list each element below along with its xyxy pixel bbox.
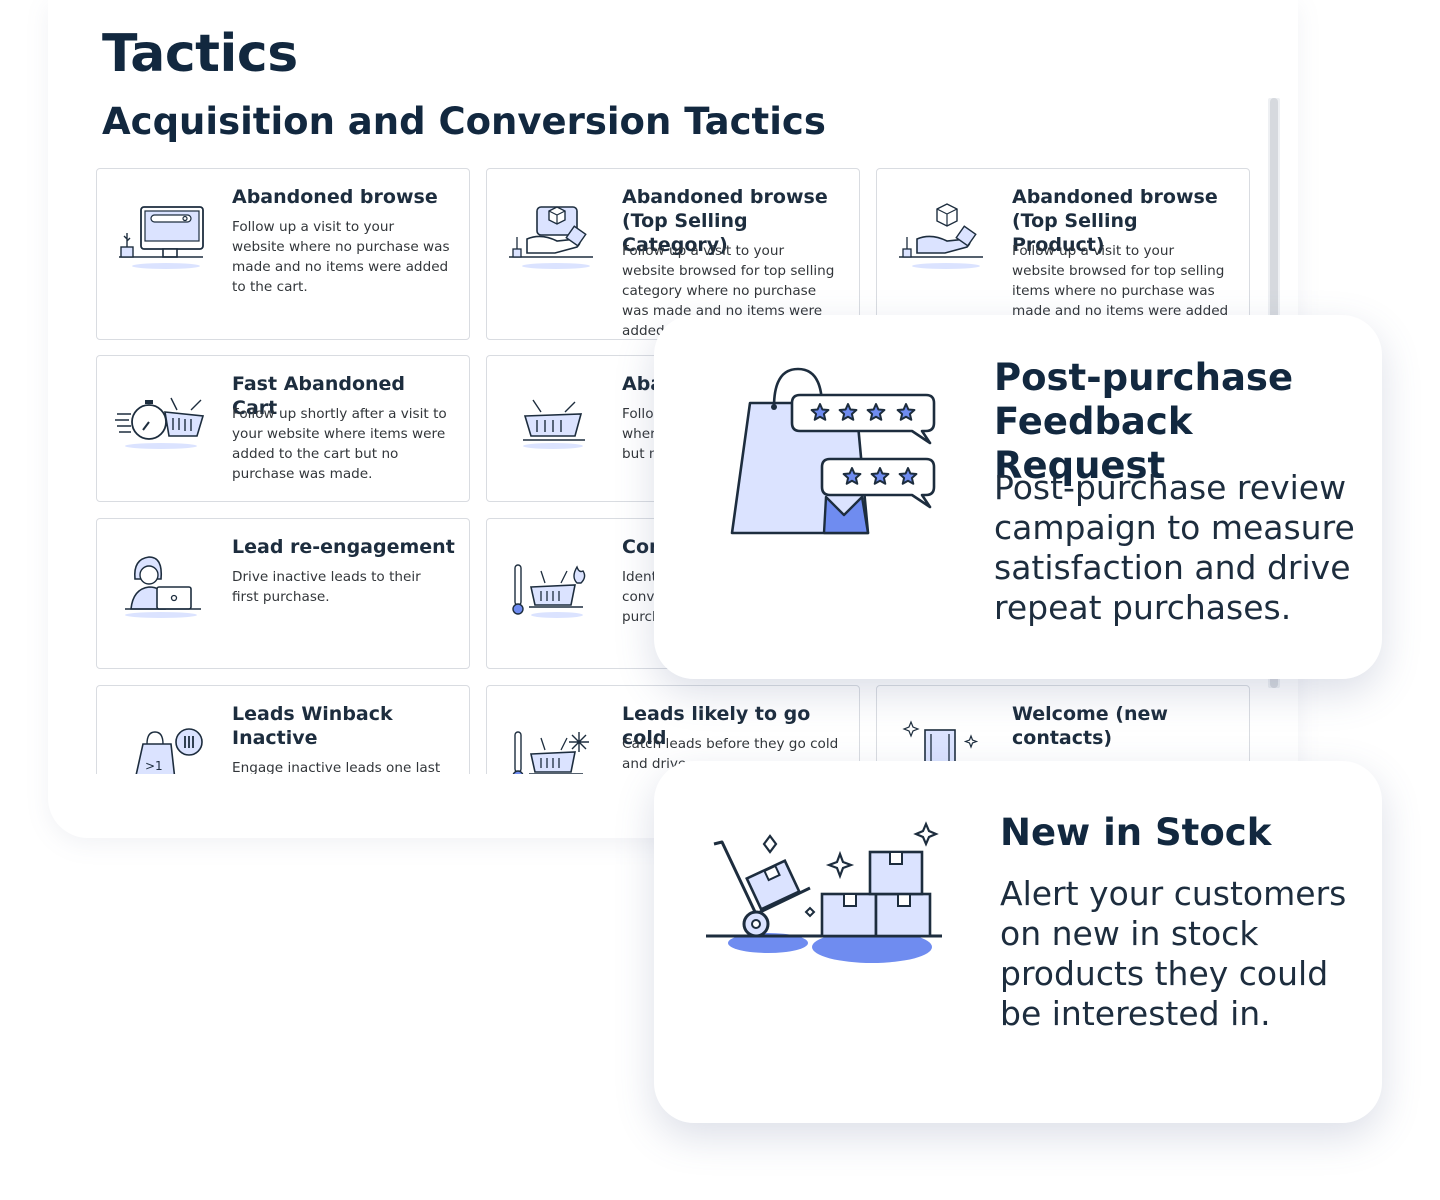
thermometer-fire-basket-icon xyxy=(512,564,586,618)
tactic-title: Leads Winback Inactive xyxy=(232,703,393,749)
person-laptop-icon xyxy=(125,556,201,618)
feature-card-post-purchase-feedback[interactable]: Post-purchase Feedback Request Post-purc… xyxy=(654,315,1382,679)
tactic-title: Fast Abandoned Cart xyxy=(232,373,406,419)
svg-text:>1: >1 xyxy=(145,759,163,773)
tactic-description: Drive inactive leads to their first purc… xyxy=(232,569,421,605)
feature-card-new-in-stock[interactable]: New in Stock Alert your customers on new… xyxy=(654,761,1382,1123)
tactic-title: Abandoned browse (Top Selling Category) xyxy=(622,186,828,256)
tactic-title: Abandoned browse (Top Selling Product) xyxy=(1012,186,1218,256)
hand-product-icon xyxy=(509,206,593,269)
tactic-description: Follow up a visit to your website browse… xyxy=(1012,243,1229,339)
tactic-title: Abandoned browse xyxy=(232,186,438,208)
bag-pause-icon: >1 xyxy=(135,728,203,774)
card-description: Post-purchase review campaign to measure… xyxy=(994,468,1355,627)
tactic-description: Follow where but n xyxy=(622,406,665,462)
tactic-description: Follow up shortly after a visit to your … xyxy=(232,406,447,482)
tactic-title: Welcome (new contacts) xyxy=(1012,703,1168,749)
tactic-title: Lead re-engagement xyxy=(232,536,455,558)
tactic-tile-fast-abandoned-cart[interactable]: Fast Abandoned Cart Follow up shortly af… xyxy=(96,355,470,502)
section-title: Acquisition and Conversion Tactics xyxy=(102,100,826,143)
tactic-tile-welcome-new-contacts[interactable]: Welcome (new contacts) xyxy=(876,685,1250,774)
card-description: Alert your customers on new in stock pro… xyxy=(1000,874,1347,1033)
card-title: Post-purchase Feedback Request xyxy=(994,356,1294,487)
tactic-tile-lead-reengagement[interactable]: Lead re-engagement Drive inactive leads … xyxy=(96,518,470,669)
tactic-description: Engage inactive leads one last time xyxy=(232,760,441,774)
tactic-tile-abandoned-browse-top-category[interactable]: Abandoned browse (Top Selling Category) … xyxy=(486,168,860,340)
page-title: Tactics xyxy=(102,24,298,84)
tactic-tile-leads-winback-inactive[interactable]: >1 Leads Winback Inactive Engage inactiv… xyxy=(96,685,470,774)
card-title: New in Stock xyxy=(1000,811,1272,854)
hand-truck-boxes-icon xyxy=(706,821,942,963)
tactic-tile-abandoned-browse[interactable]: Abandoned browse Follow up a visit to yo… xyxy=(96,168,470,340)
tactic-description: Follow up a visit to your website where … xyxy=(232,219,450,295)
tactic-title: Aba xyxy=(622,373,664,395)
basket-icon xyxy=(523,399,585,449)
tactic-tile-leads-likely-cold[interactable]: Leads likely to go cold Catch leads befo… xyxy=(486,685,860,774)
hand-product-icon xyxy=(899,203,983,269)
monitor-search-icon xyxy=(119,206,204,269)
tactic-title: Leads likely to go cold xyxy=(622,703,811,749)
stopwatch-basket-icon xyxy=(115,397,205,449)
thermometer-snow-basket-icon xyxy=(512,731,589,774)
tactic-title: Cor xyxy=(622,536,659,558)
tactic-description: Ident conve purch xyxy=(622,569,663,625)
bag-rating-stars-icon xyxy=(730,367,936,535)
